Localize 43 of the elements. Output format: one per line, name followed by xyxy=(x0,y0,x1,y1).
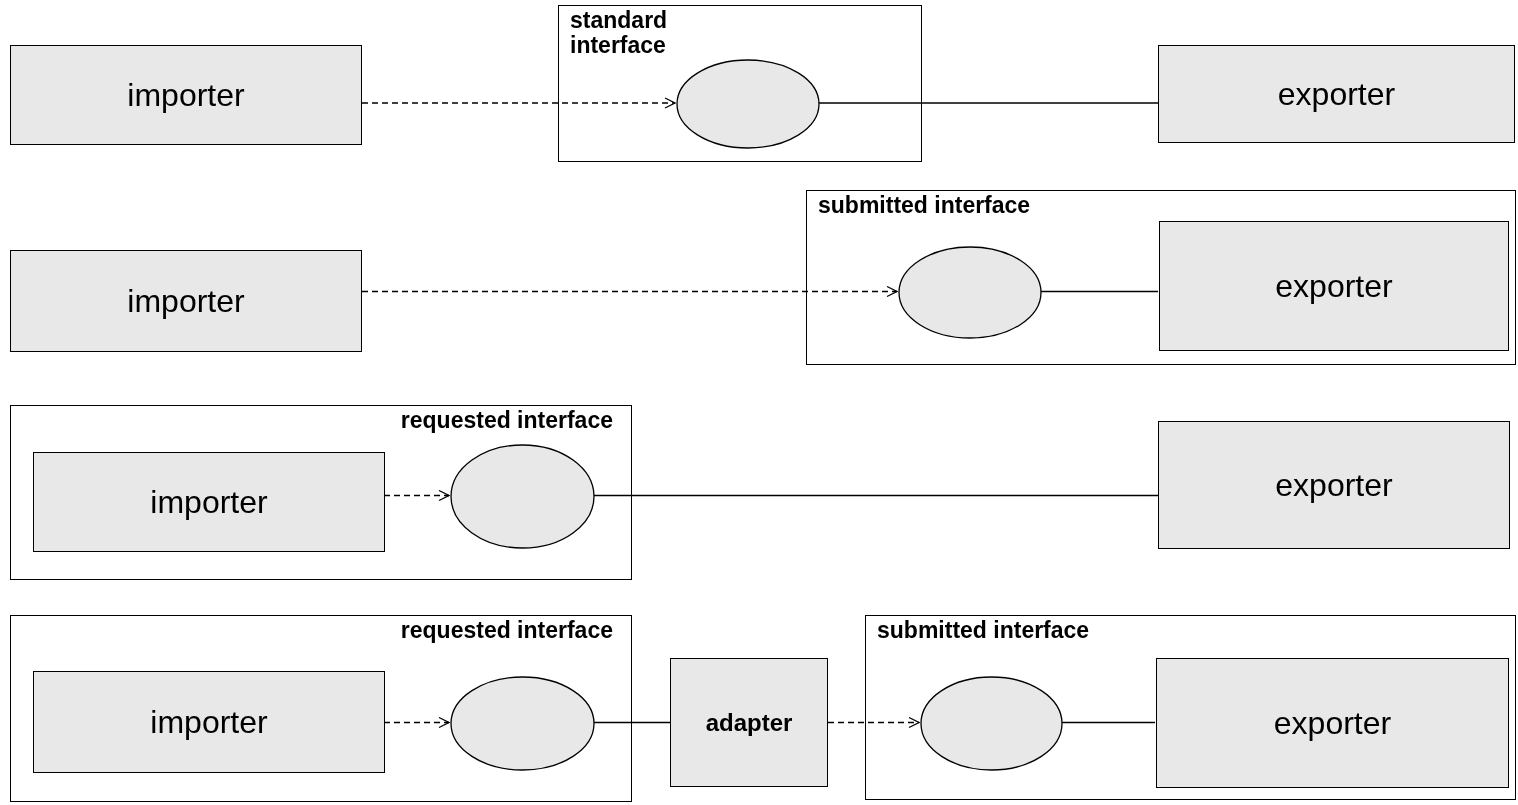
component-box xyxy=(33,452,385,552)
interface-ellipse xyxy=(676,59,820,149)
component-box xyxy=(1158,45,1515,143)
component-box xyxy=(1158,421,1510,549)
interface-frame xyxy=(865,615,1516,800)
connector-line xyxy=(593,494,1159,497)
adapter-box xyxy=(670,658,828,787)
dashed-arrow xyxy=(383,716,450,729)
frame-heading: requested interface xyxy=(400,618,613,643)
box-label: exporter xyxy=(1275,466,1393,505)
connector-line xyxy=(593,721,671,724)
component-box xyxy=(10,250,362,352)
interface-ellipse xyxy=(898,246,1042,339)
interface-ellipse xyxy=(450,444,595,549)
frame-heading: submitted interface xyxy=(877,618,1090,643)
box-label: adapter xyxy=(705,707,793,738)
interface-frame xyxy=(558,5,922,162)
connector-line xyxy=(1061,721,1156,724)
dashed-arrow xyxy=(383,489,450,502)
box-label: exporter xyxy=(1277,75,1396,114)
dashed-arrow xyxy=(827,716,920,729)
component-box xyxy=(10,45,362,145)
box-label: exporter xyxy=(1275,267,1393,306)
interface-ellipse xyxy=(920,676,1063,771)
box-label: importer xyxy=(150,703,268,742)
dashed-arrow xyxy=(361,97,676,109)
frame-heading: standard interface xyxy=(570,8,669,58)
box-label: exporter xyxy=(1273,704,1392,743)
component-box xyxy=(1156,658,1509,788)
box-label: importer xyxy=(127,282,245,321)
component-box xyxy=(33,671,385,773)
interface-frame xyxy=(806,190,1516,365)
connector-line xyxy=(1040,290,1159,293)
interface-ellipse xyxy=(450,676,595,771)
frame-heading: requested interface xyxy=(400,408,613,433)
frame-heading: submitted interface xyxy=(818,193,1031,218)
dashed-arrow xyxy=(361,285,898,298)
connector-line xyxy=(818,102,1159,104)
box-label: importer xyxy=(127,76,245,115)
interface-frame xyxy=(10,405,632,580)
component-box xyxy=(1159,221,1509,351)
interface-frame xyxy=(10,615,632,802)
box-label: importer xyxy=(150,483,268,522)
